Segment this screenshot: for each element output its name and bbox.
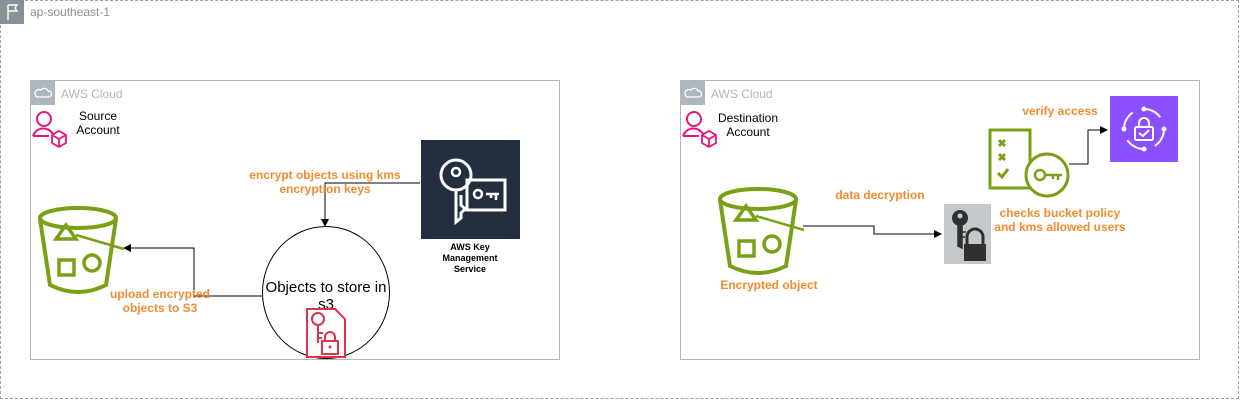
cloud-icon — [681, 81, 705, 105]
account-icon — [32, 111, 67, 149]
encrypted-object-label: Encrypted object — [720, 278, 818, 292]
cloud-icon — [31, 81, 55, 105]
region-label: ap-southeast-1 — [30, 5, 111, 19]
upload-note: upload encrypted objects to S3 — [109, 287, 210, 315]
account-icon — [682, 111, 717, 149]
decrypt-note: data decryption — [835, 188, 925, 202]
destination-account-label: Destination Account — [717, 111, 779, 139]
kms-label: AWS Key Management Service — [442, 242, 498, 274]
s3-bucket-icon — [38, 206, 125, 294]
iam-identity-center-icon — [1110, 96, 1178, 162]
checklist-key-icon — [988, 128, 1070, 198]
encrypt-note: encrypt objects using kms encryption key… — [249, 168, 401, 196]
kms-to-objects-connector — [321, 182, 420, 227]
source-account-label: Source Account — [76, 109, 120, 137]
encrypted-data-icon — [306, 308, 346, 358]
s3-bucket-icon — [718, 187, 805, 275]
verify-note: verify access — [1022, 104, 1098, 118]
flag-icon — [0, 0, 24, 24]
bucket-to-lock-connector — [803, 225, 942, 238]
checks-note: checks bucket policy and kms allowed use… — [994, 206, 1126, 234]
kms-key-icon — [421, 140, 520, 239]
objects-to-bucket-connector — [123, 244, 262, 297]
checklist-to-identity-connector — [1069, 126, 1108, 165]
source-cloud-title: AWS Cloud — [61, 87, 123, 101]
key-lock-icon — [944, 204, 991, 264]
destination-cloud-title: AWS Cloud — [711, 87, 773, 101]
